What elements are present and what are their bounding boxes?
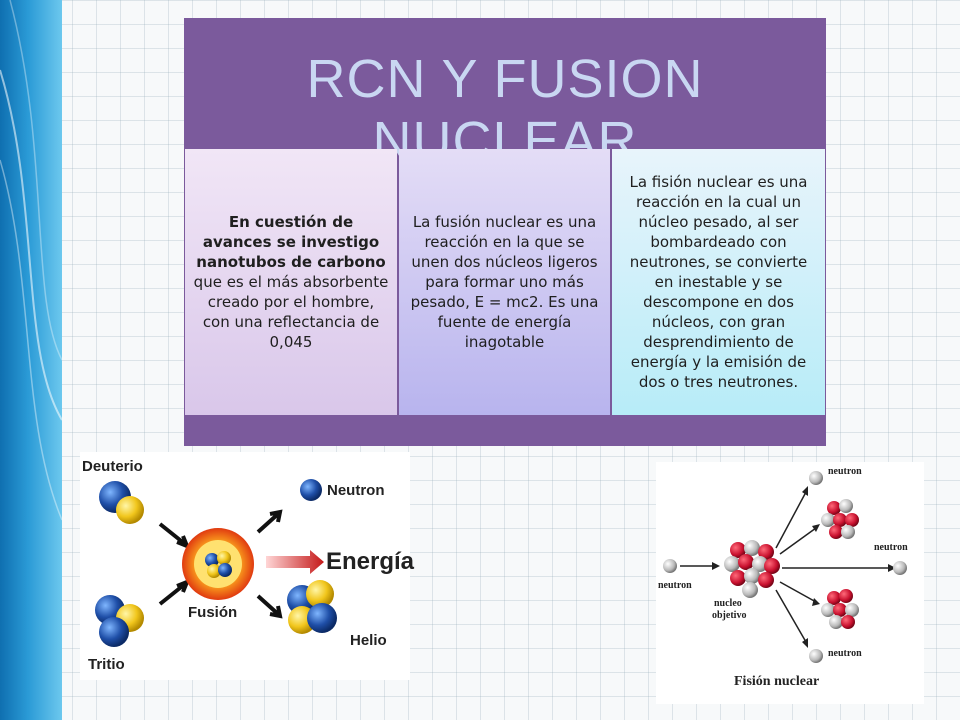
fusion-label: Fusión: [188, 604, 238, 621]
column-nanotubos-text: En cuestión de avances se investigo nano…: [193, 212, 389, 352]
target-nucleus: [724, 540, 780, 598]
column-fusion: La fusión nuclear es una reacción en la …: [399, 149, 610, 415]
column-fision: La fisión nuclear es una reacción en la …: [612, 149, 825, 415]
swoosh-decoration: [0, 0, 62, 521]
column-nanotubos-body: que es el más absorbente creado por el h…: [193, 273, 389, 351]
tritio-label: Tritio: [88, 656, 125, 673]
column-nanotubos-bold: En cuestión de avances se investigo nano…: [196, 213, 386, 271]
column-nanotubos: En cuestión de avances se investigo nano…: [185, 149, 397, 415]
fission-diagram-graphic: [663, 471, 907, 663]
left-decoration-bar: [0, 0, 62, 720]
neutron-label: Neutron: [327, 482, 385, 499]
fusion-diagram-graphic: [95, 479, 337, 647]
objetivo-label: objetivo: [712, 610, 747, 621]
neutron-in-label: neutron: [658, 580, 692, 591]
energia-label: Energía: [326, 548, 415, 575]
fusion-diagram: Deuterio Tritio Fusión Neutron Energía H…: [80, 452, 414, 680]
deuterio-label: Deuterio: [82, 458, 143, 475]
column-fision-text: La fisión nuclear es una reacción en la …: [629, 173, 808, 391]
neutron-top-label: neutron: [828, 466, 862, 477]
helio-label: Helio: [350, 632, 387, 649]
content-box: RCN Y FUSION NUCLEAR En cuestión de avan…: [184, 18, 826, 446]
neutron-right-label: neutron: [874, 542, 908, 553]
slide-title: RCN Y FUSION NUCLEAR: [306, 49, 704, 171]
fision-caption: Fisión nuclear: [734, 674, 820, 689]
nucleo-label: nucleo: [714, 598, 742, 609]
fission-diagram: neutron neutron neutron neutron nucleo o…: [656, 462, 924, 704]
neutron-bottom-label: neutron: [828, 648, 862, 659]
column-fusion-text: La fusión nuclear es una reacción en la …: [410, 213, 599, 351]
